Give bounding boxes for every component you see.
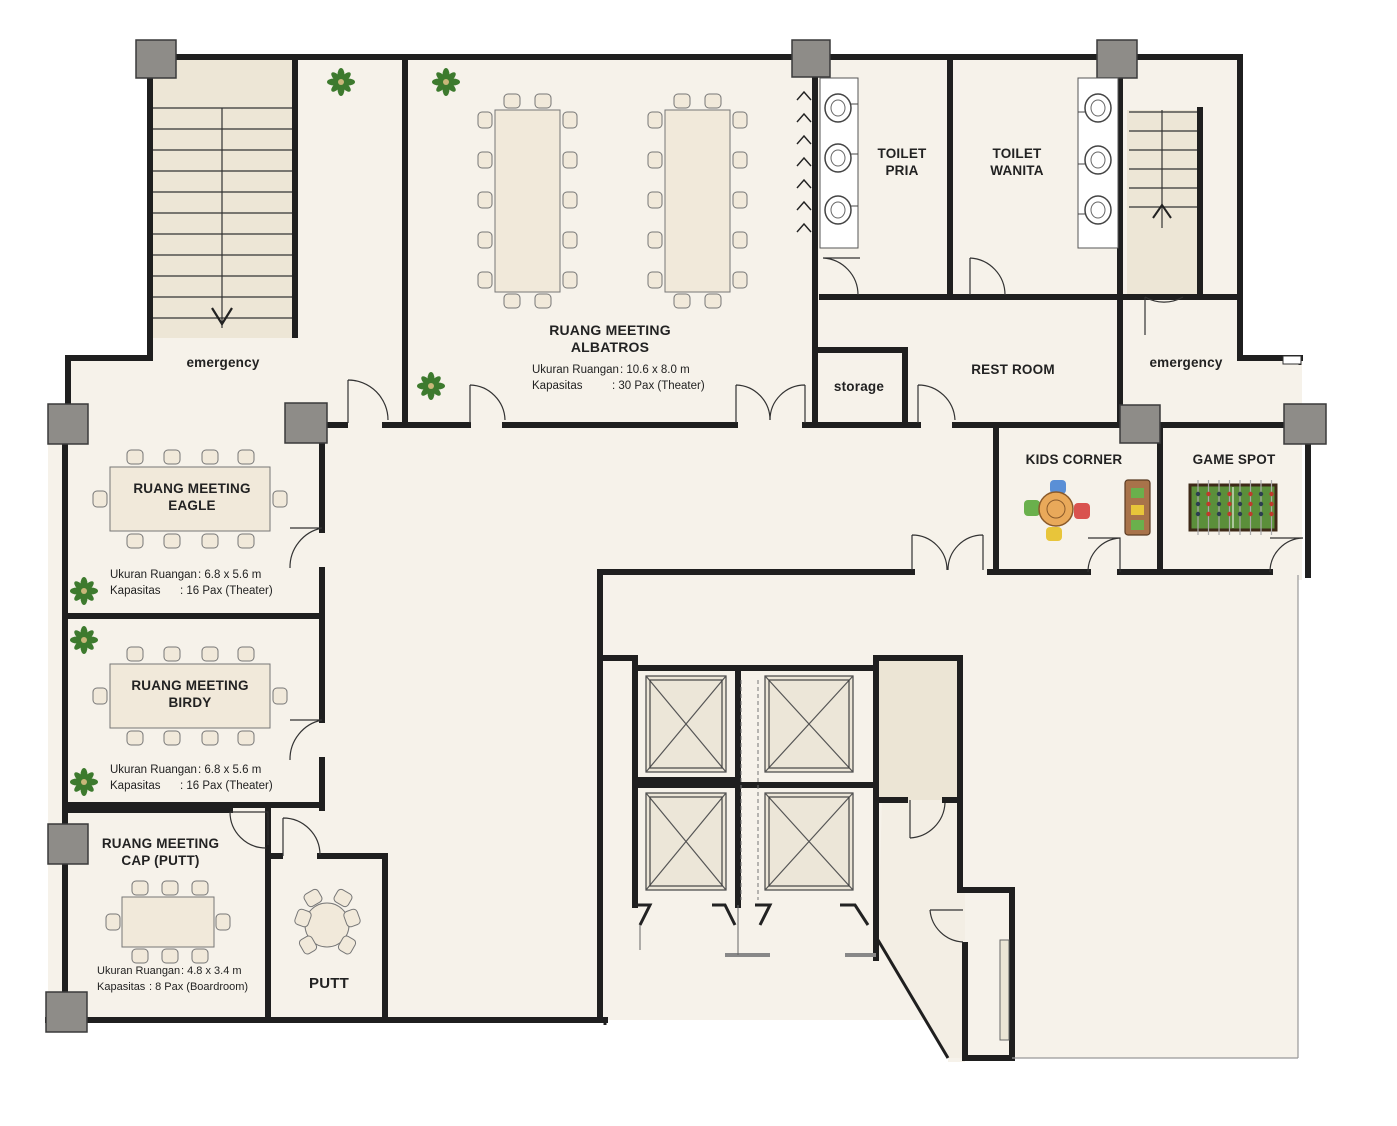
chair — [562, 151, 578, 169]
room-name-kids-corner: KIDS CORNER — [1025, 452, 1123, 467]
chair — [126, 449, 144, 465]
chair — [503, 93, 521, 109]
kids-cabinet — [1124, 479, 1151, 536]
putt-round-table — [293, 887, 362, 956]
room-info-birdy: Ukuran Ruangan: 6.8 x 5.6 m Kapasitas: 1… — [110, 764, 273, 792]
chair — [732, 111, 748, 129]
chair — [163, 533, 181, 549]
room-name-putt: PUTT — [309, 975, 349, 992]
chair — [237, 449, 255, 465]
room-info-albatros: Ukuran Ruangan: 10.6 x 8.0 m Kapasitas: … — [532, 364, 705, 392]
chair — [477, 231, 493, 249]
chair — [161, 948, 179, 964]
chair — [163, 646, 181, 662]
floor-area — [48, 57, 1302, 1062]
chair — [704, 293, 722, 309]
chair — [201, 533, 219, 549]
foosball-table — [1188, 480, 1278, 535]
chair — [647, 151, 663, 169]
chair — [92, 687, 108, 705]
chair — [126, 730, 144, 746]
chair — [237, 730, 255, 746]
structural-columns — [45, 39, 1327, 1033]
elevators — [645, 675, 854, 891]
chair — [647, 111, 663, 129]
room-name-game-spot: GAME SPOT — [1192, 452, 1276, 467]
emergency-stairs-right — [1127, 110, 1199, 295]
chair — [215, 913, 231, 931]
room-info-eagle: Ukuran Ruangan: 6.8 x 5.6 m Kapasitas: 1… — [110, 569, 273, 597]
room-name-storage: storage — [833, 379, 885, 394]
chair — [201, 646, 219, 662]
chair — [131, 880, 149, 896]
chair — [163, 730, 181, 746]
chair — [477, 271, 493, 289]
chair — [534, 93, 552, 109]
kids-table — [1024, 480, 1090, 541]
chair — [191, 880, 209, 896]
cap-table — [121, 896, 215, 948]
urinals — [796, 90, 812, 233]
chair — [647, 271, 663, 289]
chair — [704, 93, 722, 109]
chair — [732, 191, 748, 209]
chair — [732, 151, 748, 169]
chair — [647, 231, 663, 249]
chair — [562, 191, 578, 209]
albatros-tables — [477, 93, 748, 309]
doors — [229, 257, 1304, 943]
chair — [477, 111, 493, 129]
chair — [534, 293, 552, 309]
chair — [272, 687, 288, 705]
walls — [45, 54, 1311, 1061]
service-shaft — [876, 660, 960, 800]
chair — [237, 646, 255, 662]
chair — [126, 533, 144, 549]
chair — [92, 490, 108, 508]
chair — [647, 191, 663, 209]
chair — [201, 730, 219, 746]
chair — [673, 93, 691, 109]
elevator-doors — [635, 903, 876, 957]
room-name-rest-room: REST ROOM — [971, 362, 1055, 377]
birdy-table — [109, 663, 271, 729]
chair — [161, 880, 179, 896]
chair — [732, 271, 748, 289]
chair — [126, 646, 144, 662]
chair — [562, 111, 578, 129]
chair — [105, 913, 121, 931]
chair — [673, 293, 691, 309]
room-name-emergency-right: emergency — [1149, 355, 1223, 370]
chair — [131, 948, 149, 964]
chair — [732, 231, 748, 249]
chair — [201, 449, 219, 465]
emergency-stairs-left — [150, 60, 295, 338]
chair — [191, 948, 209, 964]
chair — [503, 293, 521, 309]
chair — [477, 191, 493, 209]
chair — [562, 231, 578, 249]
room-info-cap: Ukuran Ruangan: 4.8 x 3.4 m Kapasitas: 8… — [97, 965, 249, 993]
chair — [272, 490, 288, 508]
chair — [163, 449, 181, 465]
chair — [237, 533, 255, 549]
eagle-table — [109, 466, 271, 532]
chair — [562, 271, 578, 289]
chair — [477, 151, 493, 169]
room-name-emergency-left: emergency — [186, 355, 260, 370]
